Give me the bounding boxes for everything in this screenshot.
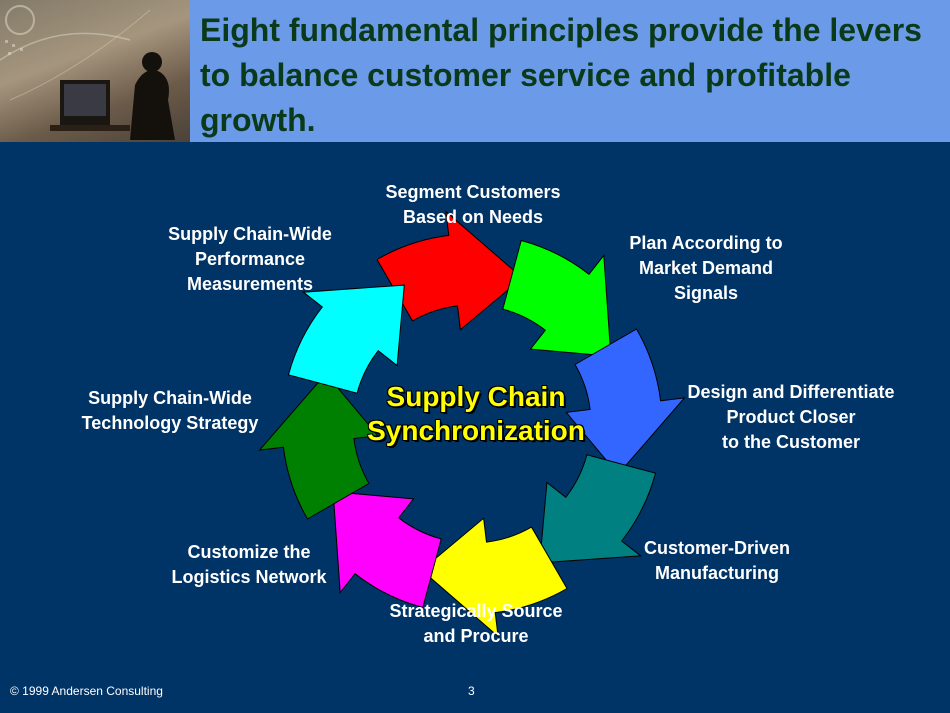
cycle-diagram xyxy=(258,210,686,638)
step-label-segment-customers: Segment Customers Based on Needs xyxy=(385,182,561,227)
step-label-customize-logistics: Customize the Logistics Network xyxy=(171,542,327,587)
cycle-arrows xyxy=(258,210,686,638)
copyright-text: © 1999 Andersen Consulting xyxy=(10,684,163,698)
header-band: Eight fundamental principles provide the… xyxy=(0,0,950,142)
step-label-customer-driven: Customer-Driven Manufacturing xyxy=(643,538,791,583)
cycle-arrow-plan xyxy=(502,239,612,357)
step-label-technology-strategy: Supply Chain-Wide Technology Strategy xyxy=(81,388,259,433)
step-label-strategically-source: Strategically Source and Procure xyxy=(389,601,563,646)
page-number: 3 xyxy=(468,684,475,698)
center-label: Supply Chain Synchronization xyxy=(367,381,585,446)
header-photo xyxy=(0,0,190,142)
step-label-performance-measurements: Supply Chain-Wide Performance Measuremen… xyxy=(168,224,332,294)
cycle-arrow-measurement xyxy=(287,284,405,394)
slide-title: Eight fundamental principles provide the… xyxy=(200,12,922,138)
step-label-plan-according: Plan According to Market Demand Signals xyxy=(629,233,783,303)
step-label-design-differentiate: Design and Differentiate Product Closer … xyxy=(687,382,895,452)
